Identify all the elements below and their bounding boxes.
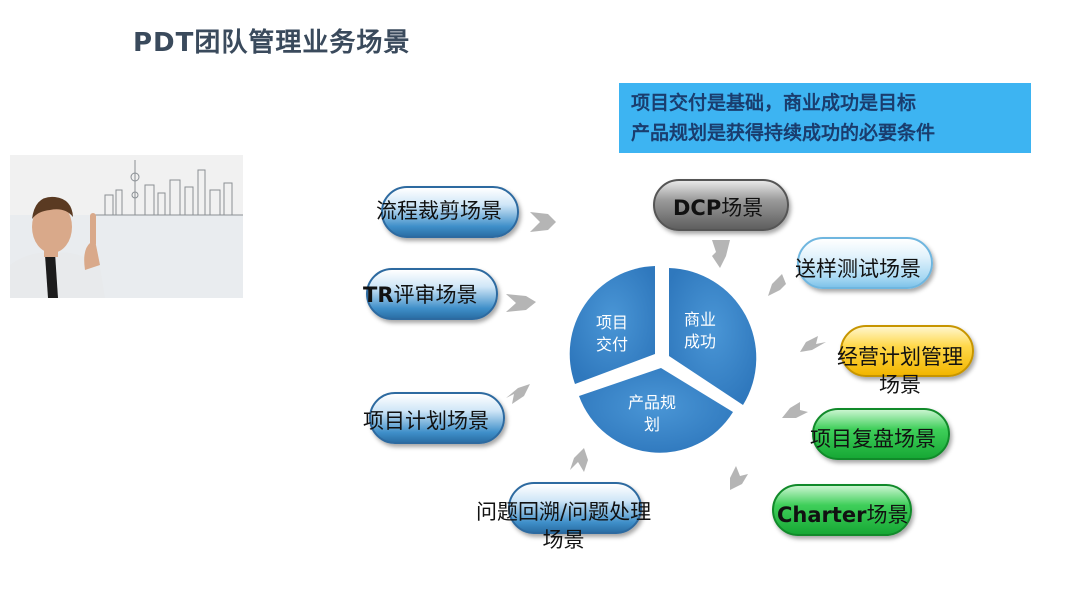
pie-label-product-planning-line1: 产品规 xyxy=(628,393,677,412)
scene-label-charter-word: Charter xyxy=(777,503,867,527)
arrow-8 xyxy=(782,402,808,418)
scene-label-process-tailoring: 流程裁剪场景 xyxy=(376,199,502,223)
arrow-4 xyxy=(570,448,588,472)
scene-label-sample-test: 送样测试场景 xyxy=(795,257,921,281)
arrow-2 xyxy=(506,294,536,312)
pie-segment-product-planning xyxy=(579,368,733,453)
scene-label-dcp: DCP场景 xyxy=(673,195,763,221)
scene-label-business-plan-line2: 场景 xyxy=(879,373,921,397)
arrow-5 xyxy=(712,240,730,268)
page-title: PDT团队管理业务场景 xyxy=(133,28,411,58)
scene-label-tr: TR xyxy=(363,283,394,307)
scene-pill-project-review[interactable] xyxy=(812,408,950,460)
pie-chart xyxy=(569,266,757,453)
arrow-3 xyxy=(506,384,530,404)
callout-line-1: 项目交付是基础，商业成功是目标 xyxy=(631,92,917,114)
pie-label-product-planning-line2: 划 xyxy=(644,415,661,434)
pie-label-business-success-line2: 成功 xyxy=(684,332,717,351)
scene-label-dcp-suffix: 场景 xyxy=(721,196,764,220)
scene-label-project-review: 项目复盘场景 xyxy=(810,427,936,451)
scene-label-charter-suffix: 场景 xyxy=(866,503,909,527)
scene-pill-project-plan[interactable] xyxy=(369,392,505,444)
arrow-9 xyxy=(730,466,748,490)
arrow-6 xyxy=(768,274,792,296)
pie-segment-project-delivery xyxy=(569,266,655,384)
scene-label-business-plan-line1: 经营计划管理 xyxy=(837,345,963,369)
pie-label-business-success: 商业 成功 xyxy=(684,309,716,353)
scene-pill-problem-trace[interactable] xyxy=(508,482,642,534)
pie-label-project-delivery-line2: 交付 xyxy=(596,335,629,354)
scene-pill-tr-review[interactable] xyxy=(366,268,498,320)
scene-label-problem-trace: 问题回溯/问题处理 场景 xyxy=(476,498,651,554)
scene-label-charter: Charter场景 xyxy=(777,502,909,528)
scene-label-project-plan: 项目计划场景 xyxy=(363,409,489,433)
arrows xyxy=(506,212,826,490)
callout-line-2: 产品规划是获得持续成功的必要条件 xyxy=(631,122,936,144)
arrow-1 xyxy=(530,212,556,232)
pie-segment-business-success xyxy=(669,268,757,405)
scene-pill-business-plan[interactable] xyxy=(840,325,974,377)
scene-label-review: 评审场景 xyxy=(393,283,478,307)
scene-label-problem-trace-line1: 问题回溯/问题处理 xyxy=(476,500,652,524)
scene-label-tr-review: TR评审场景 xyxy=(363,282,478,308)
arrow-7 xyxy=(800,336,826,352)
scene-label-business-plan: 经营计划管理 场景 xyxy=(837,343,963,399)
scene-pill-process-tailoring[interactable] xyxy=(381,186,519,238)
callout-box: 项目交付是基础，商业成功是目标 产品规划是获得持续成功的必要条件 xyxy=(619,83,1031,153)
pie-label-project-delivery: 项目 交付 xyxy=(596,312,628,356)
scene-pill-dcp[interactable] xyxy=(653,179,789,231)
businessman-photo xyxy=(10,155,243,298)
scene-label-problem-trace-line2: 场景 xyxy=(542,528,585,552)
scene-pill-sample-test[interactable] xyxy=(797,237,933,289)
pie-label-project-delivery-line1: 项目 xyxy=(596,313,629,332)
pie-label-business-success-line1: 商业 xyxy=(684,310,717,329)
scene-pill-charter[interactable] xyxy=(772,484,912,536)
scene-label-dcp-abbr: DCP xyxy=(673,196,722,220)
pie-label-product-planning: 产品规 划 xyxy=(628,392,676,436)
